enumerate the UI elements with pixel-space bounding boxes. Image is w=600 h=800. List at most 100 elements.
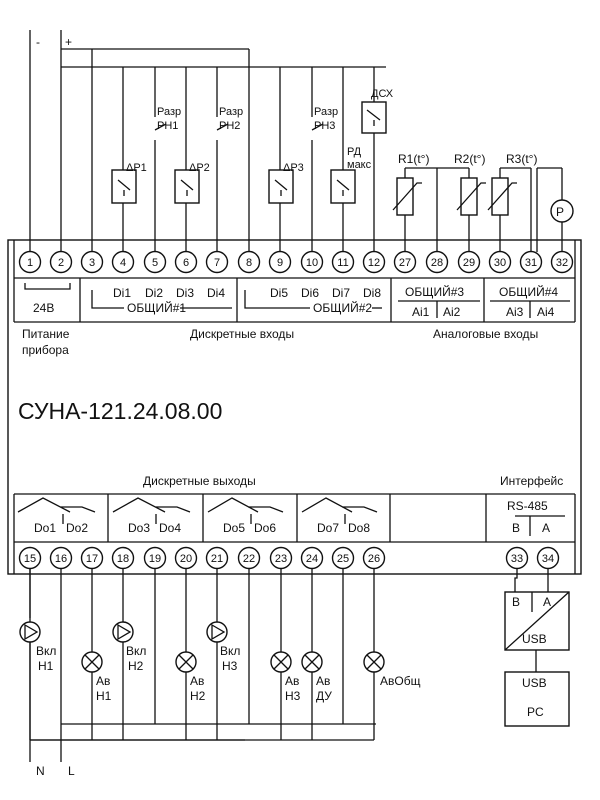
terminal-8 [237,250,261,274]
sensor-rd-max [330,169,356,204]
device-model-title: СУНА-121.24.08.00 [18,398,222,424]
terminal-7 [205,250,229,274]
terminal-19 [143,546,167,570]
rd-max-label-line2: макс [347,159,372,171]
terminal-17 [80,546,104,570]
terminal-10 [300,250,324,274]
terminal-label-19: 19 [149,553,161,565]
terminal-27 [393,250,417,274]
sensor-p3-label: ΔP3 [283,162,304,174]
terminal-4 [111,250,135,274]
load-av-du-line2: ДУ [316,689,332,703]
sensor-p2 [174,169,200,204]
terminal-34 [536,546,560,570]
load-av-h1-line2: Н1 [96,689,112,703]
analog-inputs-heading: Аналоговые входы [433,327,538,341]
minus-label: - [36,35,40,49]
terminal-16 [49,546,73,570]
power-section-line2: прибора [22,343,69,357]
load-vkl-h1-line1: Вкл [36,644,56,658]
terminal-label-17: 17 [86,553,98,565]
load-av-h2-line1: Ав [190,674,204,688]
terminal-label-1: 1 [27,257,33,269]
common1-label: ОБЩИЙ#1 [127,300,186,315]
terminal-label-25: 25 [337,553,349,565]
rh1-label-line2: РН1 [157,120,178,132]
terminal-label-9: 9 [277,257,283,269]
terminal-label-12: 12 [368,257,380,269]
terminal-label-5: 5 [152,257,158,269]
rd-max-label-line1: РД [347,146,362,158]
load-av-obshch-label: АвОбщ [380,674,421,688]
rtd-r2-label: R2(t°) [454,152,485,166]
terminal-label-28: 28 [431,257,443,269]
do2-label: Do2 [66,521,88,535]
terminal-label-7: 7 [214,257,220,269]
rh1-label-line1: Разр [157,106,181,118]
terminal-9 [268,250,292,274]
sensor-p2-label: ΔP2 [189,162,210,174]
terminal-label-29: 29 [463,257,475,269]
discrete-inputs-heading: Дискретные входы [190,327,294,341]
terminal-label-31: 31 [525,257,537,269]
neutral-label: N [36,764,45,778]
power-voltage-label: 24В [33,301,54,315]
terminal-24 [300,546,324,570]
terminal-label-22: 22 [243,553,255,565]
terminal-25 [331,546,355,570]
terminal-label-20: 20 [180,553,192,565]
terminal-label-16: 16 [55,553,67,565]
terminal-1 [18,250,42,274]
terminal-11 [331,250,355,274]
common2-label: ОБЩИЙ#2 [313,300,372,315]
pc-label: PC [527,705,544,719]
do3-label: Do3 [128,521,150,535]
converter-b-label: B [512,595,520,609]
di8-label: Di8 [363,286,381,300]
load-av-h1-line1: Ав [96,674,110,688]
converter-a-label: A [543,595,551,609]
terminal-label-6: 6 [183,257,189,269]
upper-group-brackets [24,283,570,318]
ai2-label: Ai2 [443,305,461,319]
sensor-p3 [268,169,294,204]
terminal-15 [18,546,42,570]
pc-box [504,671,570,727]
do8-label: Do8 [348,521,370,535]
rh3-label-line1: Разр [314,106,338,118]
terminal-label-8: 8 [246,257,252,269]
power-section-line1: Питание [22,327,70,341]
terminal-22 [237,546,261,570]
terminal-label-23: 23 [275,553,287,565]
terminal-33 [505,546,529,570]
terminal-6 [174,250,198,274]
line-label: L [68,764,75,778]
terminal-label-11: 11 [337,257,348,269]
terminal-5 [143,250,167,274]
terminal-label-27: 27 [399,257,411,269]
pc-usb-label: USB [522,676,547,690]
terminal-label-34: 34 [542,553,554,565]
terminal-29 [457,250,481,274]
terminal-3 [80,250,104,274]
rs485-a-label: A [542,521,550,535]
do4-label: Do4 [159,521,181,535]
terminal-28 [425,250,449,274]
terminal-2 [49,250,73,274]
converter-usb-label: USB [522,632,547,646]
terminal-label-15: 15 [24,553,36,565]
output-loads [19,621,385,740]
terminal-label-4: 4 [120,257,126,269]
sensor-p1 [111,169,137,204]
terminal-label-33: 33 [511,553,523,565]
terminal-23 [269,546,293,570]
rs485-label: RS-485 [507,499,548,513]
terminal-18 [111,546,135,570]
terminal-label-3: 3 [89,257,95,269]
terminal-32 [550,250,574,274]
pressure-sensor-label: P [556,205,564,219]
terminal-20 [174,546,198,570]
dsh-label: ДСХ [371,88,394,100]
